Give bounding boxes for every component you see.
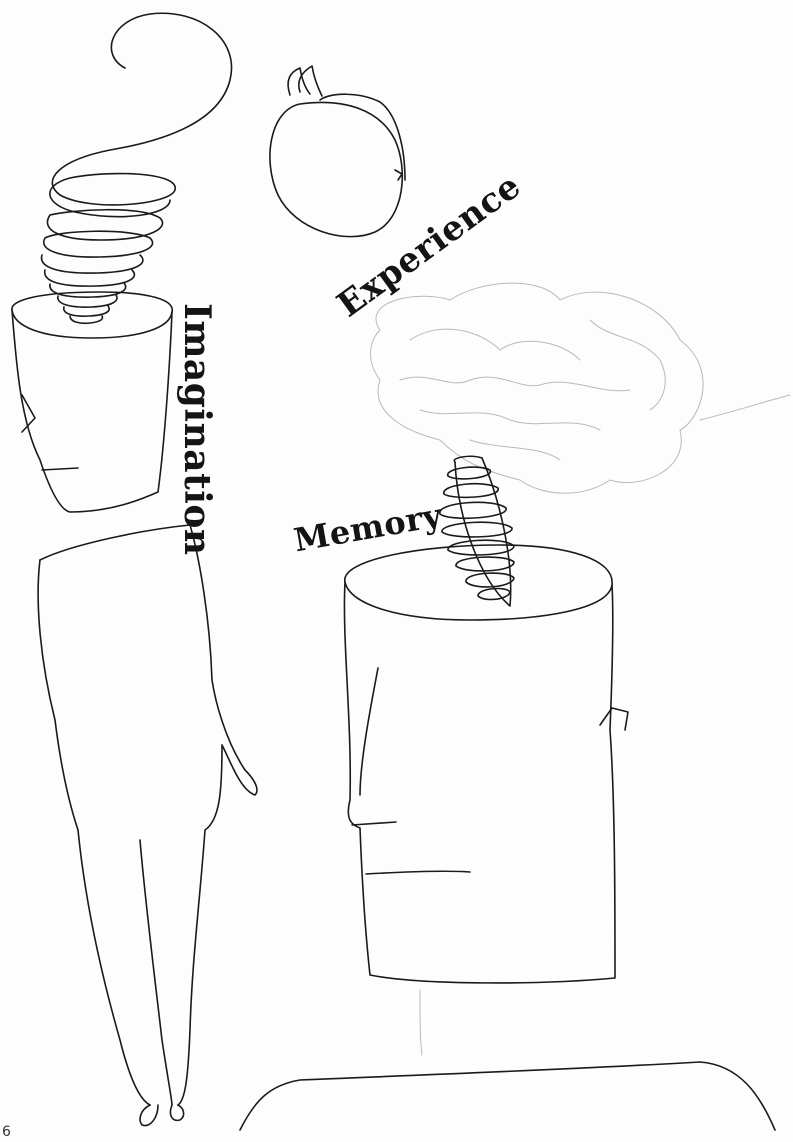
- memory-figure: [240, 545, 775, 1130]
- page-number: 6: [2, 1124, 11, 1140]
- brain-sketch: [371, 283, 790, 493]
- imagination-spiral: [42, 13, 232, 323]
- imagination-label: Imagination: [176, 303, 218, 556]
- imagination-figure: [12, 292, 257, 1126]
- memory-spiral: [440, 456, 514, 606]
- experience-head: [270, 66, 405, 237]
